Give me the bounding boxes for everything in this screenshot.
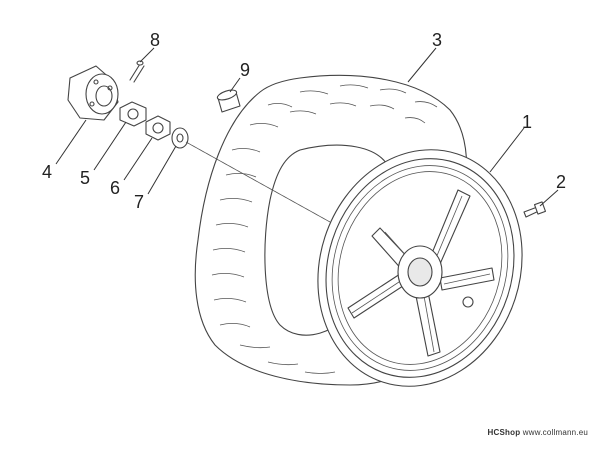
axle-centerline xyxy=(185,141,331,223)
callout-7: 7 xyxy=(134,192,144,212)
valve-stem xyxy=(523,201,547,218)
watermark: HCShop www.collmann.eu xyxy=(488,428,588,437)
watermark-brand: HCShop xyxy=(487,428,521,437)
hub-drum xyxy=(67,65,119,121)
callout-3: 3 xyxy=(432,30,442,50)
watermark-url: www.collmann.eu xyxy=(522,428,588,437)
callout-8: 8 xyxy=(150,30,160,50)
cap xyxy=(216,89,241,113)
callout-1: 1 xyxy=(522,112,532,132)
split-pin xyxy=(129,60,145,83)
callout-6: 6 xyxy=(110,178,120,198)
leader-lines xyxy=(55,47,559,207)
washer xyxy=(171,127,189,149)
castle-nut xyxy=(119,101,147,127)
callouts: 1 2 3 4 5 6 7 8 9 xyxy=(42,30,566,212)
hex-nut xyxy=(145,115,171,141)
callout-4: 4 xyxy=(42,162,52,182)
callout-9: 9 xyxy=(240,60,250,80)
callout-5: 5 xyxy=(80,168,90,188)
wheel-rim xyxy=(317,149,523,387)
callout-2: 2 xyxy=(556,172,566,192)
